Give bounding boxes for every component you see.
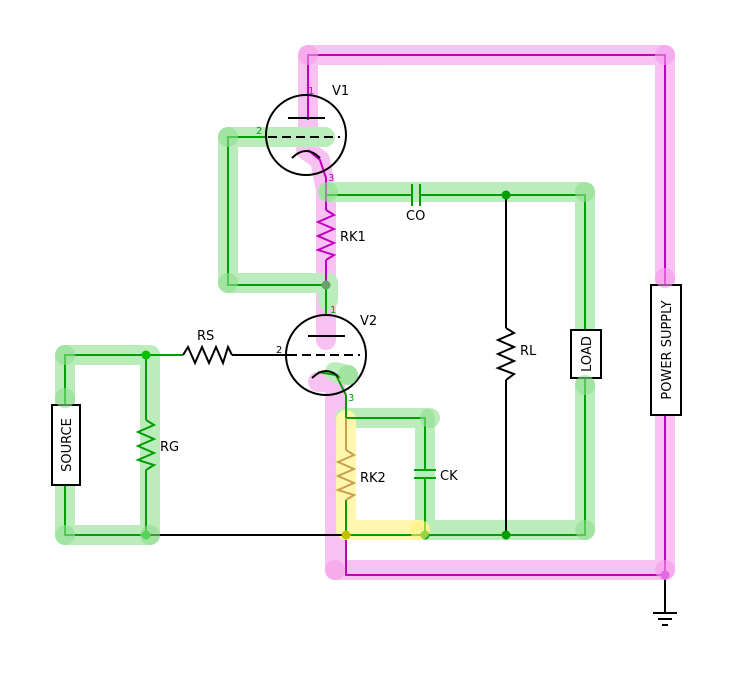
junction-rg-top bbox=[141, 350, 151, 360]
ground-icon bbox=[653, 612, 677, 626]
resistor-rl[interactable]: RL bbox=[495, 327, 537, 381]
resistor-rl-zigzag bbox=[495, 327, 517, 381]
tube-v1-pin-plate: 1 bbox=[308, 86, 314, 97]
capacitor-co-label: CO bbox=[406, 209, 425, 224]
highlight-v1-cathode-rk1 bbox=[296, 140, 336, 350]
junction-rk1-bottom bbox=[321, 280, 331, 290]
load-box-label: LOAD bbox=[580, 336, 595, 372]
tube-v1[interactable]: V1 1 2 3 bbox=[256, 84, 349, 184]
highlight-v2-cathode bbox=[308, 372, 345, 430]
wire-supply-top bbox=[307, 54, 666, 285]
tube-v1-pin-grid: 2 bbox=[256, 126, 262, 137]
resistor-rl-label: RL bbox=[520, 344, 537, 359]
highlight-endcaps bbox=[55, 45, 675, 580]
highlight-layer bbox=[55, 45, 675, 580]
tube-v1-envelope bbox=[265, 94, 347, 176]
power-supply-box-outline bbox=[650, 284, 682, 416]
tube-v2-envelope bbox=[285, 314, 367, 396]
resistor-rk1[interactable]: RK1 bbox=[315, 209, 366, 261]
resistor-rk1-label: RK1 bbox=[340, 230, 366, 245]
junction-rl-top bbox=[501, 190, 511, 200]
resistor-rs-zigzag bbox=[182, 344, 233, 366]
tube-v2-cathode bbox=[311, 370, 341, 379]
wire-co-right bbox=[420, 194, 586, 330]
wire-supply-bottom bbox=[345, 415, 666, 576]
source-box-label: SOURCE bbox=[60, 418, 75, 472]
junction-rl-bottom bbox=[501, 530, 511, 540]
junction-rk2-bottom bbox=[341, 530, 351, 540]
tube-v2-pin-plate: 1 bbox=[330, 305, 336, 316]
power-supply-box[interactable]: POWER SUPPLY bbox=[650, 284, 682, 416]
resistor-rg[interactable]: RG bbox=[135, 419, 179, 471]
tube-v1-pin-cathode: 3 bbox=[328, 173, 334, 184]
tube-v2-label: V2 bbox=[360, 314, 377, 329]
load-box[interactable]: LOAD bbox=[570, 329, 602, 379]
resistor-rg-label: RG bbox=[160, 440, 179, 455]
capacitor-ck-label: CK bbox=[440, 469, 458, 484]
tube-v2-pin-cathode: 3 bbox=[348, 393, 354, 404]
capacitor-co[interactable]: CO bbox=[406, 184, 425, 224]
resistor-rg-zigzag bbox=[135, 419, 157, 471]
resistor-rs-label: RS bbox=[197, 329, 214, 344]
source-box[interactable]: SOURCE bbox=[51, 404, 81, 486]
highlight-supply-top bbox=[298, 45, 675, 580]
resistor-rk2[interactable]: RK2 bbox=[335, 418, 386, 501]
resistor-rk1-zigzag bbox=[315, 209, 337, 261]
capacitor-ck[interactable]: CK bbox=[414, 469, 458, 484]
power-supply-box-label: POWER SUPPLY bbox=[660, 300, 675, 399]
tube-v2[interactable]: V2 1 2 3 bbox=[276, 305, 377, 404]
resistor-rk2-label: RK2 bbox=[360, 471, 386, 486]
resistor-rk2-zigzag bbox=[335, 449, 357, 501]
tube-v1-cathode bbox=[291, 150, 321, 159]
tube-v2-pin-grid: 2 bbox=[276, 345, 282, 356]
tube-v1-label: V1 bbox=[332, 84, 349, 99]
source-box-outline bbox=[51, 404, 81, 486]
resistor-rs[interactable]: RS bbox=[182, 329, 233, 366]
